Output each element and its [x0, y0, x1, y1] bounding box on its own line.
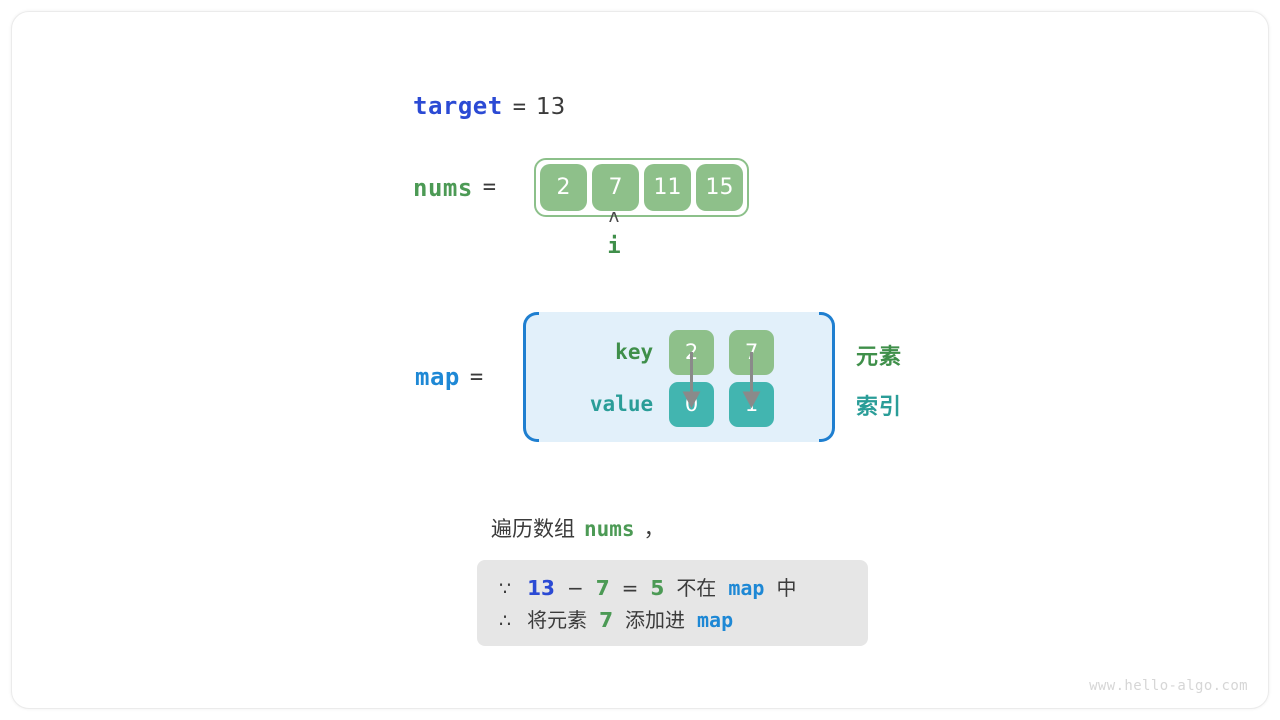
note1-target-value: 13	[527, 576, 555, 600]
index-pointer: ʌ i	[588, 208, 640, 262]
pointer-label-i: i	[607, 234, 621, 259]
map-equals-sign: =	[469, 364, 484, 390]
caption-prefix: 遍历数组	[491, 517, 575, 541]
note1-minus-sign: −	[566, 576, 584, 600]
note1-equals-sign: =	[621, 576, 639, 600]
array-cell: 15	[696, 164, 744, 211]
note1-map-keyword: map	[728, 576, 765, 600]
label-index: 索引	[856, 395, 903, 420]
because-symbol: ∵	[499, 578, 512, 600]
caret-up-icon: ʌ	[608, 206, 620, 227]
therefore-symbol: ∴	[499, 610, 512, 632]
map-container: key value 2 7 0 1	[523, 312, 836, 442]
note1-result-value: 5	[650, 576, 665, 600]
note1-text-in: 中	[776, 576, 797, 600]
nums-row: nums = 2 7 11 15	[413, 158, 750, 217]
note2-text-into: 添加进	[625, 608, 686, 632]
map-key-row-label: key	[615, 340, 654, 364]
map-grid: key value 2 7 0 1	[523, 312, 835, 442]
caption-keyword-nums: nums	[584, 517, 635, 541]
target-row: target = 13	[413, 92, 565, 120]
note1-current-value: 7	[595, 576, 610, 600]
target-value: 13	[535, 94, 566, 120]
map-right-bracket	[819, 312, 836, 442]
label-element: 元素	[856, 345, 903, 370]
map-key-cell: 7	[729, 330, 775, 375]
note2-element-value: 7	[599, 608, 614, 632]
note1-text-not-in: 不在	[676, 576, 717, 600]
array-cell: 11	[644, 164, 692, 211]
explanation-line-2: ∴ 将元素 7 添加进 map	[499, 604, 846, 636]
caption-suffix: ，	[643, 517, 665, 541]
note2-map-keyword: map	[697, 608, 734, 632]
caption-text: 遍历数组 nums ，	[491, 513, 665, 543]
nums-equals-sign: =	[482, 175, 497, 200]
map-row: map = key value 2 7 0 1	[415, 312, 836, 442]
map-variable-label: map	[415, 363, 460, 391]
note2-text-add-element: 将元素	[527, 608, 588, 632]
nums-variable-label: nums	[413, 173, 473, 202]
explanation-box: ∵ 13 − 7 = 5 不在 map 中 ∴ 将元素 7 添加进 map	[477, 560, 868, 646]
map-side-labels: 元素 索引	[856, 333, 902, 433]
map-left-bracket	[523, 312, 540, 442]
map-key-cell: 2	[669, 330, 715, 375]
watermark: www.hello-algo.com	[1089, 678, 1248, 694]
array-cell: 2	[540, 164, 588, 211]
nums-array-container: 2 7 11 15	[534, 158, 750, 217]
map-value-cell: 0	[669, 382, 715, 427]
map-value-cell: 1	[729, 382, 775, 427]
explanation-line-1: ∵ 13 − 7 = 5 不在 map 中	[499, 572, 846, 604]
array-cell: 7	[592, 164, 640, 211]
target-equals-sign: =	[512, 95, 526, 120]
map-value-row-label: value	[589, 392, 654, 416]
target-variable-label: target	[413, 92, 503, 120]
